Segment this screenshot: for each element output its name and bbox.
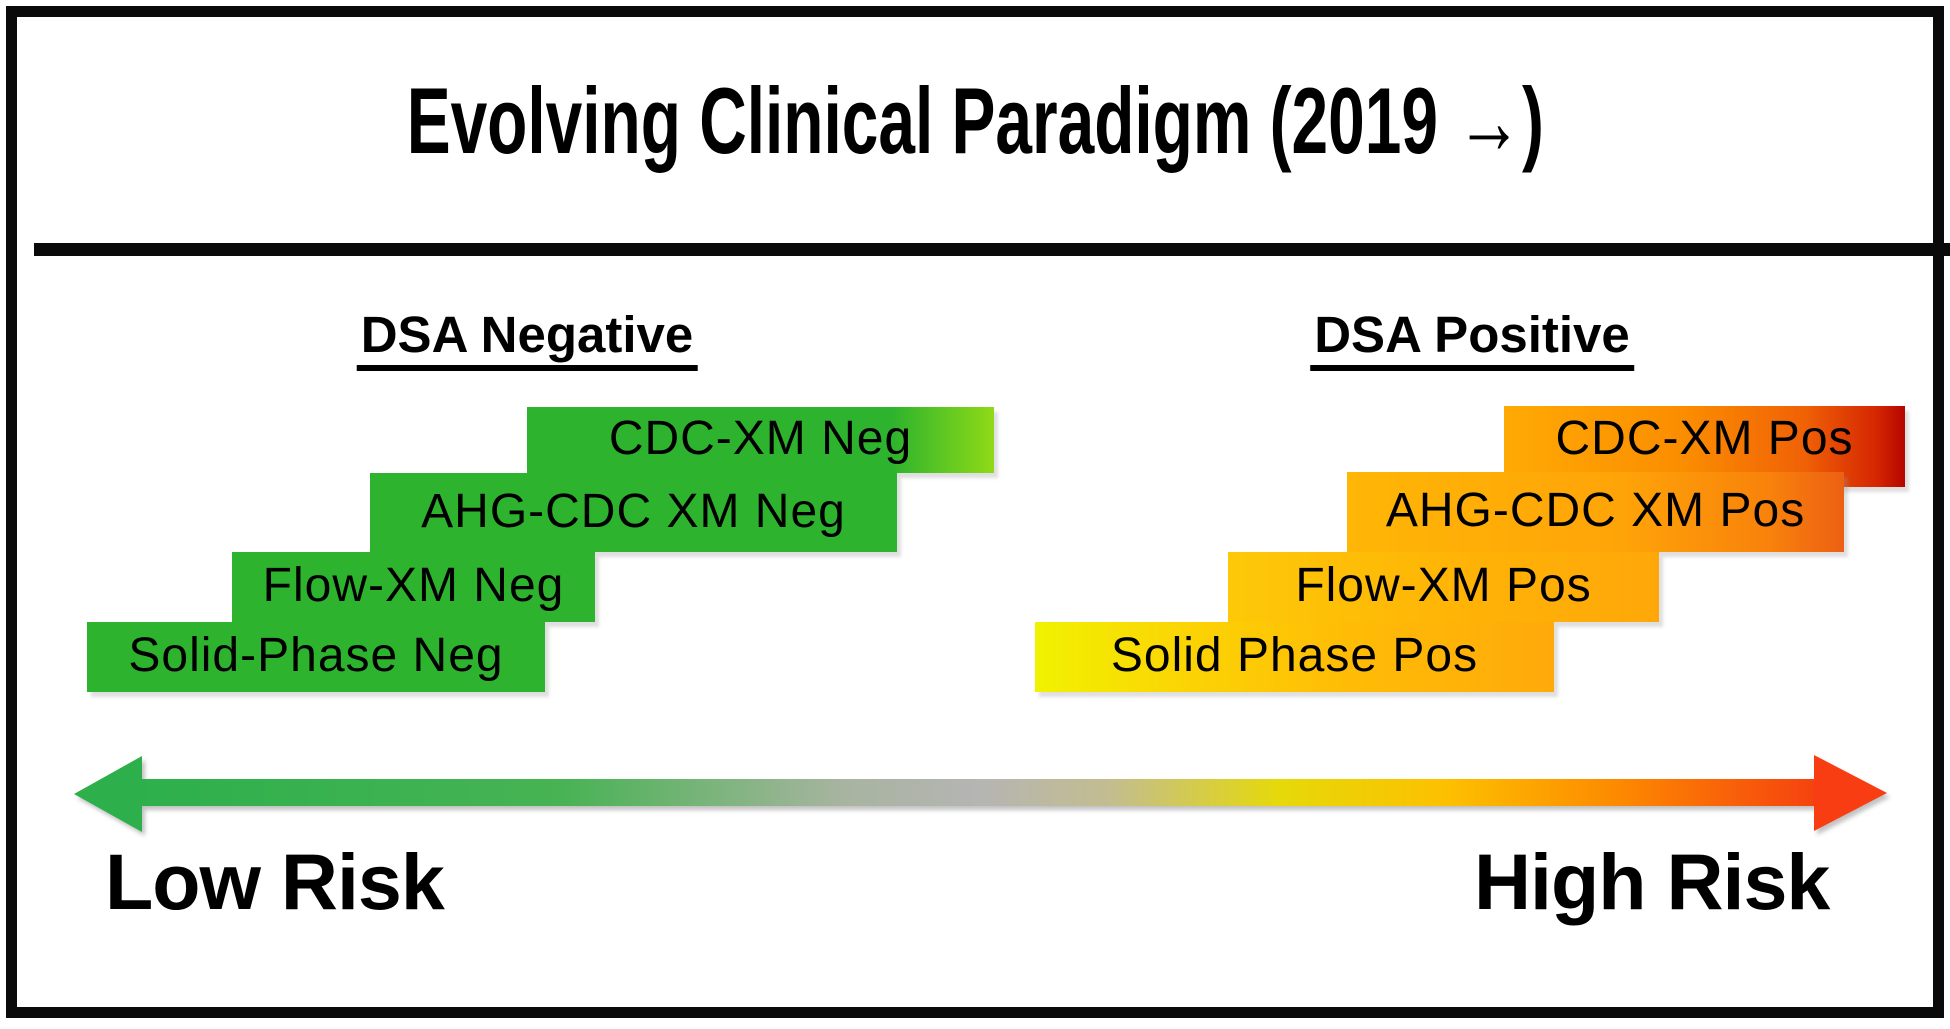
low-risk-label: Low Risk bbox=[105, 837, 445, 926]
bar-flow-xm-pos: Flow-XM Pos bbox=[1228, 552, 1659, 622]
figure-frame: Evolving Clinical Paradigm (2019 →) DSA … bbox=[6, 6, 1950, 1018]
bar-label: AHG-CDC XM Pos bbox=[1385, 484, 1806, 537]
bar-solid-phase-pos: Solid Phase Pos bbox=[1035, 622, 1554, 692]
arrow-right-head-icon bbox=[1814, 755, 1887, 831]
bar-label: Flow-XM Pos bbox=[1295, 559, 1592, 612]
bar-label: AHG-CDC XM Neg bbox=[421, 485, 846, 538]
bar-ahg-cdc-xm-neg: AHG-CDC XM Neg bbox=[370, 473, 897, 552]
arrow-gradient-shaft bbox=[142, 779, 1814, 806]
bar-label: Solid Phase Pos bbox=[1110, 629, 1479, 682]
dsa-positive-heading: DSA Positive bbox=[1310, 308, 1634, 371]
figure-title: Evolving Clinical Paradigm (2019 →) bbox=[406, 68, 1544, 173]
bar-cdc-xm-neg: CDC-XM Neg bbox=[527, 407, 994, 473]
high-risk-label: High Risk bbox=[1474, 837, 1830, 926]
dsa-negative-heading: DSA Negative bbox=[356, 308, 698, 371]
bar-label: Solid-Phase Neg bbox=[128, 629, 504, 682]
bar-label: Flow-XM Neg bbox=[262, 559, 565, 612]
bar-flow-xm-neg: Flow-XM Neg bbox=[232, 552, 595, 622]
bar-label: CDC-XM Neg bbox=[608, 412, 913, 465]
bar-ahg-cdc-xm-pos: AHG-CDC XM Pos bbox=[1347, 472, 1844, 552]
figure-title-row: Evolving Clinical Paradigm (2019 →) bbox=[17, 61, 1933, 181]
bar-label: CDC-XM Pos bbox=[1555, 412, 1854, 465]
title-divider-line bbox=[34, 243, 1950, 256]
bar-solid-phase-neg: Solid-Phase Neg bbox=[87, 622, 545, 692]
arrow-left-head-icon bbox=[74, 756, 142, 832]
